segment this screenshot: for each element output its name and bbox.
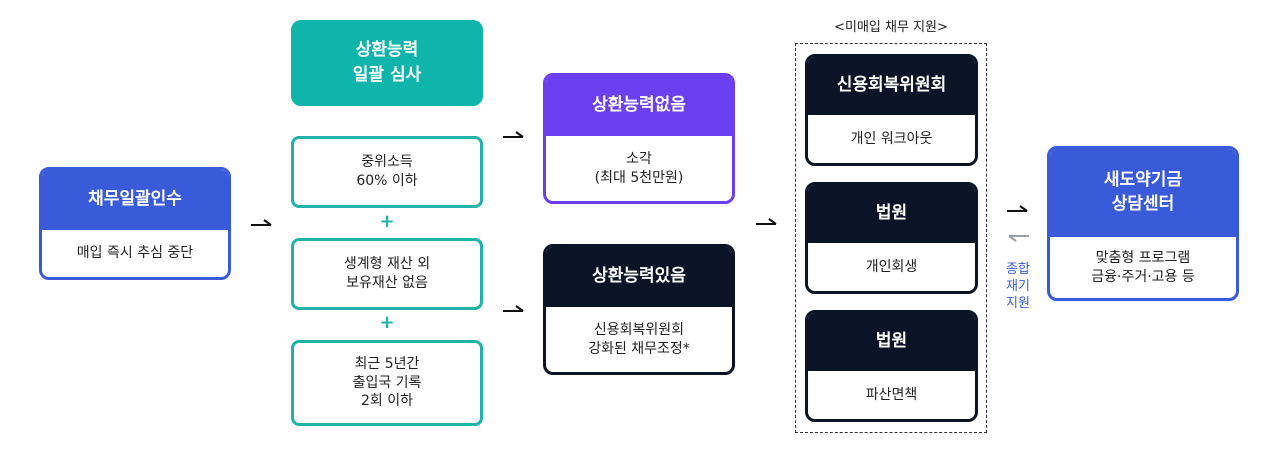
has-repayment-ability-card: 상환능력있음 신용회복위원회 강화된 채무조정* — [543, 244, 735, 375]
plus-icon: + — [379, 312, 395, 333]
repayment-review-title: 상환능력 일괄 심사 — [291, 20, 483, 106]
arrow-left-icon — [1008, 235, 1029, 242]
credit-recovery-title: 신용회복위원회 — [808, 57, 975, 115]
no-repayment-ability-desc: 소각 (최대 5천만원) — [594, 150, 684, 186]
counseling-center-card: 새도약기금 상담센터 맞춤형 프로그램 금융·주거·고용 등 — [1047, 146, 1239, 301]
credit-recovery-desc: 개인 워크아웃 — [850, 130, 933, 147]
debt-purchase-desc: 매입 즉시 추심 중단 — [76, 245, 194, 262]
court-rehabilitation-desc: 개인회생 — [865, 258, 918, 275]
criteria-no-assets: 생계형 재산 외 보유재산 없음 — [291, 238, 483, 310]
plus-icon: + — [379, 211, 395, 232]
counseling-center-title: 새도약기금 상담센터 — [1050, 149, 1236, 237]
no-repayment-ability-title: 상환능력없음 — [546, 76, 732, 136]
arrow-right-icon — [503, 305, 524, 312]
arrow-right-icon — [251, 219, 272, 226]
comprehensive-recovery-label: 종합 재기 지원 — [1006, 262, 1030, 311]
court-bankruptcy-desc: 파산면책 — [865, 386, 918, 403]
arrow-right-icon — [503, 131, 524, 138]
debt-purchase-title: 채무일괄인수 — [42, 170, 228, 230]
criteria-immigration-record: 최근 5년간 출입국 기록 2회 이하 — [291, 340, 483, 426]
credit-recovery-card: 신용회복위원회 개인 워크아웃 — [805, 54, 978, 166]
court-rehabilitation-card: 법원 개인회생 — [805, 182, 978, 294]
court-bankruptcy-card: 법원 파산면책 — [805, 310, 978, 422]
no-repayment-ability-card: 상환능력없음 소각 (최대 5천만원) — [543, 73, 735, 204]
has-repayment-ability-title: 상환능력있음 — [546, 247, 732, 307]
has-repayment-ability-desc: 신용회복위원회 강화된 채무조정* — [588, 321, 690, 357]
arrow-right-icon — [756, 218, 777, 225]
court-bankruptcy-title: 법원 — [808, 313, 975, 371]
arrow-right-icon — [1007, 205, 1028, 212]
debt-purchase-card: 채무일괄인수 매입 즉시 추심 중단 — [39, 167, 231, 280]
unpurchased-debt-support-frame — [795, 43, 987, 433]
counseling-center-desc: 맞춤형 프로그램 금융·주거·고용 등 — [1091, 249, 1195, 285]
unpurchased-debt-support-label: <미매입 채무 지원> — [834, 20, 948, 35]
criteria-median-income: 중위소득 60% 이하 — [291, 136, 483, 208]
court-rehabilitation-title: 법원 — [808, 185, 975, 243]
